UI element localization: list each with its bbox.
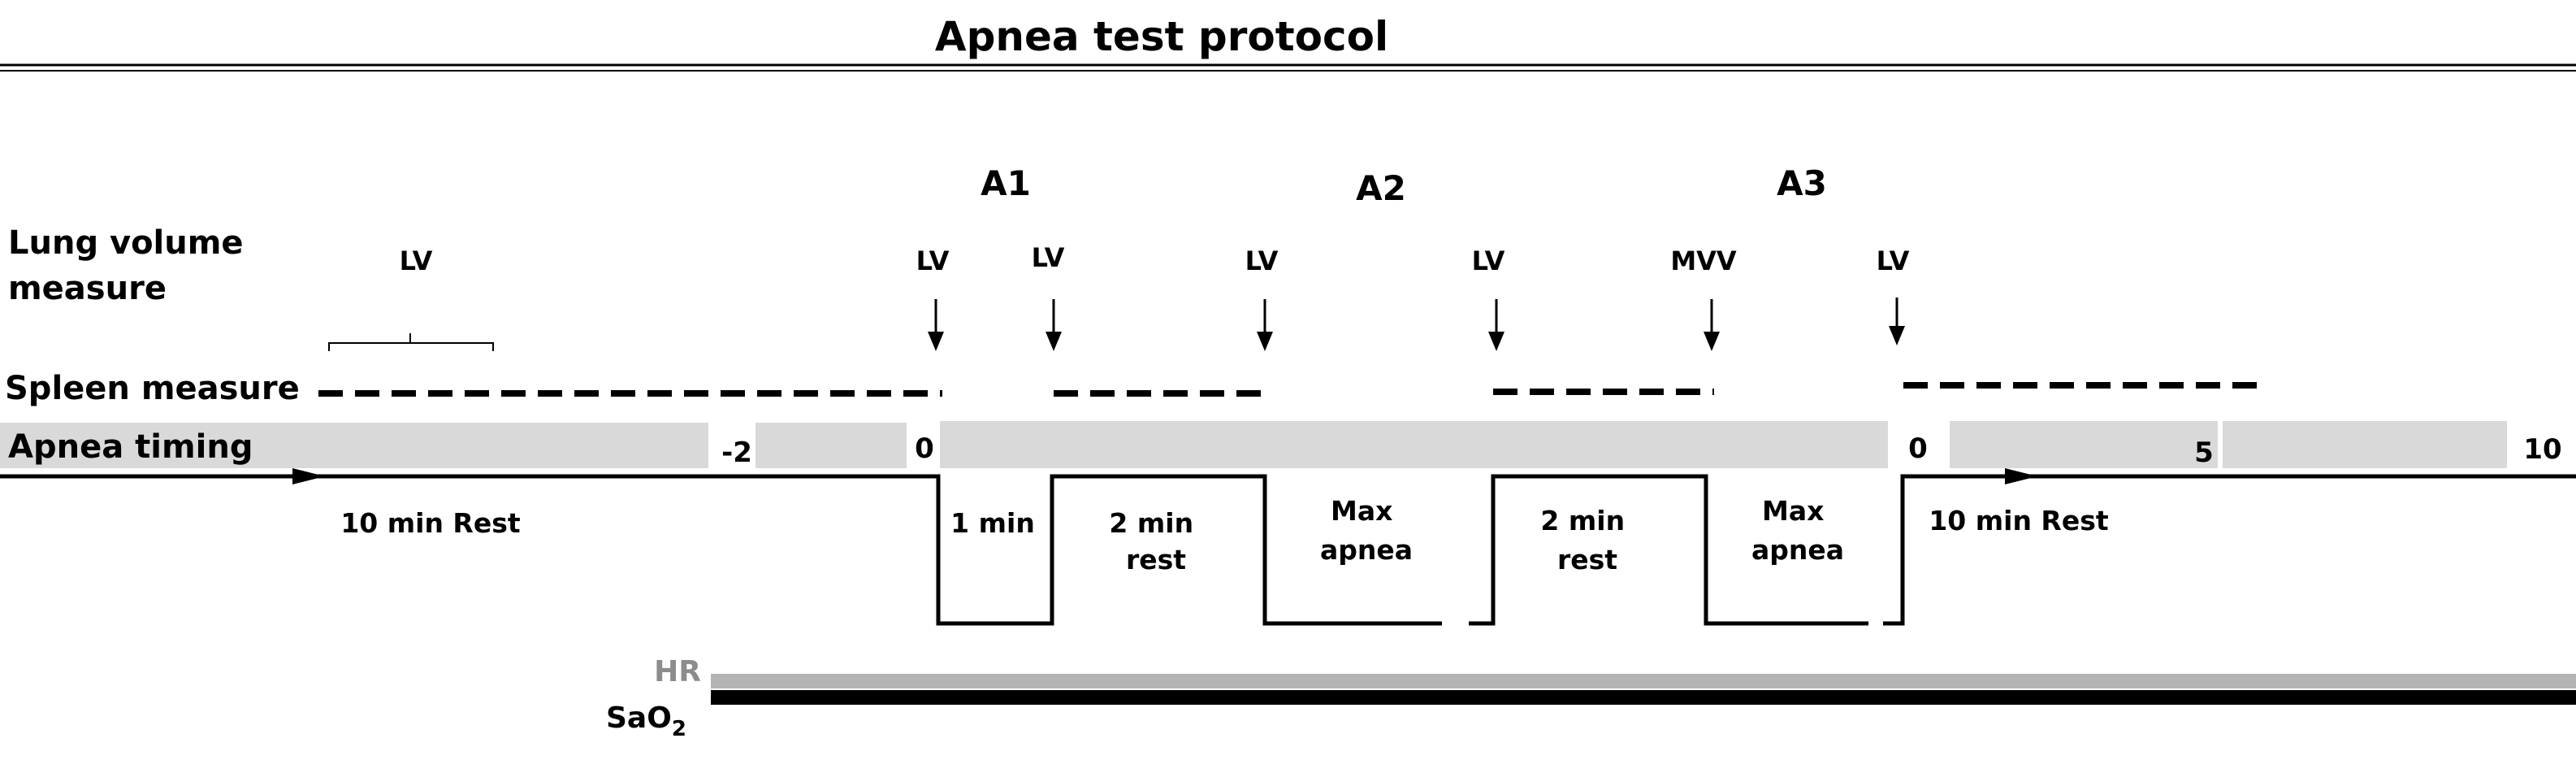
phase-label-a2: A2: [1356, 168, 1406, 208]
sao2-label: SaO2: [606, 701, 686, 741]
segment-2min-rest-b-line1: 2 min: [1540, 505, 1625, 536]
phase-label-a3: A3: [1777, 163, 1827, 203]
timeline-waveform-b: [1469, 474, 1868, 626]
row-label-lung-volume: Lung volume measure: [8, 224, 255, 307]
sao2-label-sub: 2: [672, 717, 686, 741]
segment-2min-rest-a: 2 min rest: [1109, 507, 1202, 575]
timing-bar-4: [1950, 421, 2218, 468]
row-label-apnea-timing: Apnea timing: [8, 428, 253, 466]
tick-five: 5: [2194, 436, 2214, 469]
segment-max-apnea-b-line1: Max: [1762, 495, 1824, 527]
phase-label-a1: A1: [981, 163, 1031, 203]
mvv-label: MVV: [1670, 245, 1737, 276]
lv-arrow-3: [1257, 299, 1273, 351]
lv-arrow-5: [1889, 297, 1905, 345]
timeline-arrow-right: [2005, 468, 2037, 484]
segment-1min: 1 min: [950, 507, 1035, 539]
timing-bar-3: [940, 421, 1888, 468]
tick-zero-b: 0: [1908, 432, 1928, 465]
tick-ten: 10: [2523, 433, 2561, 466]
timeline-waveform-c: [1883, 474, 2576, 626]
timeline-arrow-left: [292, 468, 325, 484]
timeline-waveform-a: [0, 474, 1442, 626]
lv-label-5: LV: [1877, 245, 1910, 276]
timing-bar-1: [0, 423, 708, 468]
segment-2min-rest-a-line2: rest: [1126, 544, 1186, 575]
segment-max-apnea-a-line2: apnea: [1320, 534, 1413, 566]
lv-label-4: LV: [1472, 245, 1505, 276]
segment-max-apnea-b-line2: apnea: [1751, 534, 1844, 566]
tick-minus2: -2: [721, 436, 752, 469]
lv-label-1: LV: [916, 245, 950, 276]
lv-label-2: LV: [1032, 242, 1065, 273]
row-label-spleen: Spleen measure: [5, 370, 300, 407]
segment-10min-rest-a: 10 min Rest: [340, 507, 521, 539]
sao2-label-main: SaO: [606, 701, 672, 735]
lv-label-rest: LV: [400, 245, 433, 276]
segment-max-apnea-b: Max apnea: [1751, 495, 1844, 566]
row-label-lung-volume-line1: Lung volume: [8, 224, 244, 262]
diagram-title: Apnea test protocol: [935, 13, 1388, 60]
lv-rest-brace: [328, 333, 494, 351]
lv-arrow-1: [928, 299, 944, 351]
segment-2min-rest-a-line1: 2 min: [1109, 507, 1193, 539]
mvv-arrow: [1704, 299, 1720, 351]
segment-2min-rest-b-line2: rest: [1557, 544, 1617, 575]
segment-2min-rest-b: 2 min rest: [1540, 505, 1634, 575]
timing-bar-2: [755, 423, 907, 468]
timing-bar-5: [2223, 421, 2507, 468]
tick-zero-a: 0: [915, 432, 934, 465]
lv-arrow-4: [1488, 299, 1504, 351]
lv-label-3: LV: [1245, 245, 1279, 276]
segment-max-apnea-a: Max apnea: [1320, 495, 1413, 566]
row-label-lung-volume-line2: measure: [8, 270, 167, 307]
segment-10min-rest-b: 10 min Rest: [1929, 505, 2109, 536]
hr-label: HR: [654, 655, 701, 688]
segment-max-apnea-a-line1: Max: [1331, 495, 1392, 527]
lv-arrow-2: [1046, 299, 1062, 351]
